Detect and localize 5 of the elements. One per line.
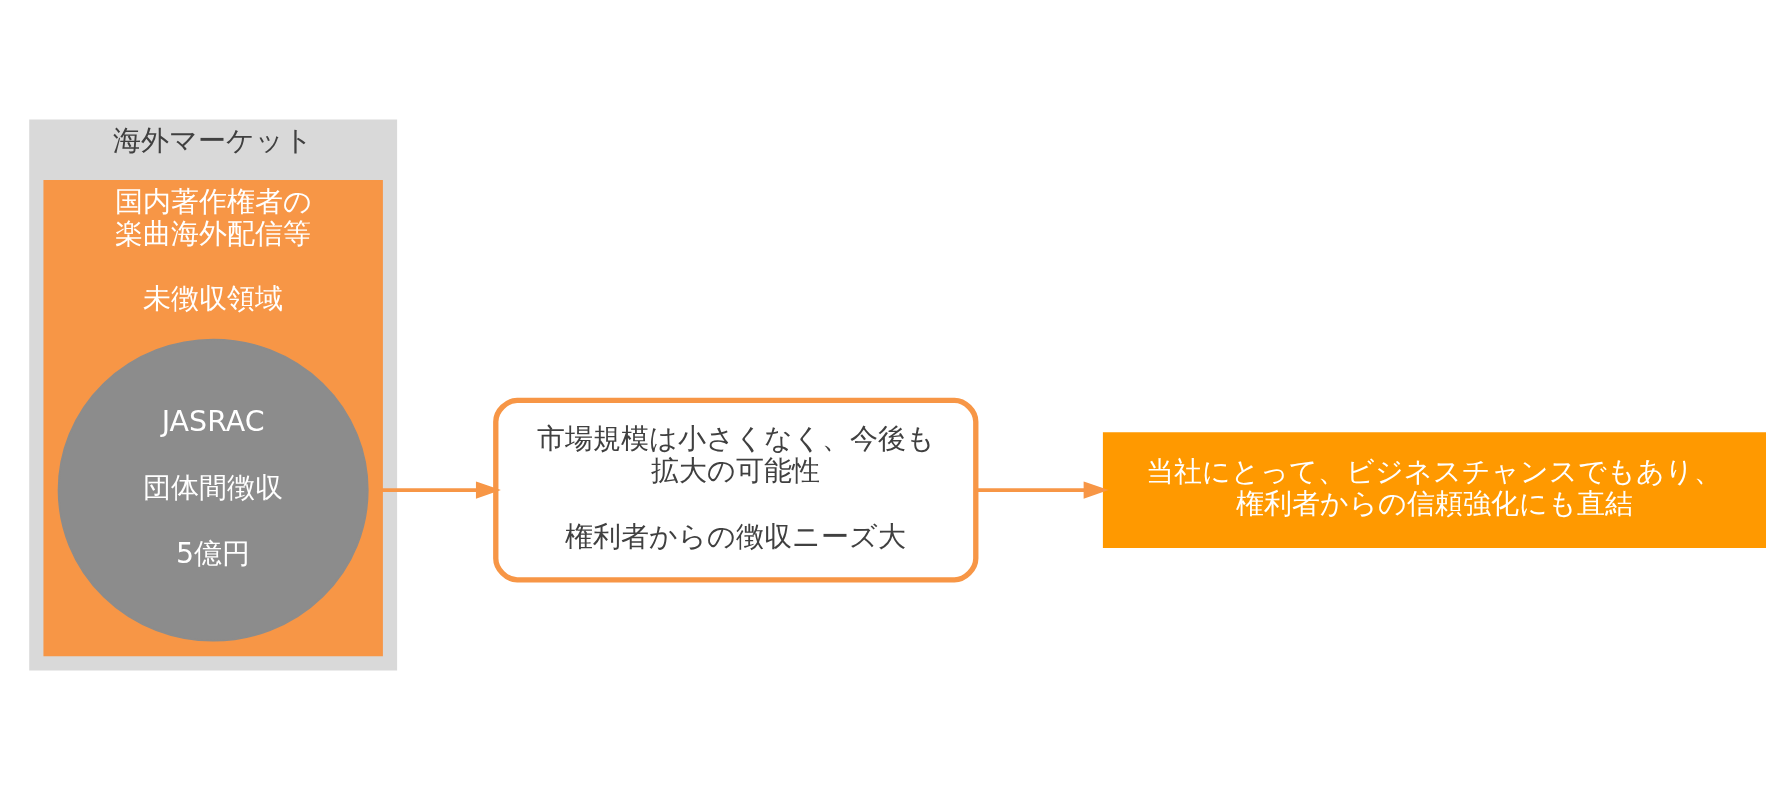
node-circle: JASRAC 団体間徴収 5億円 [57, 338, 369, 642]
arrow [382, 481, 501, 499]
node-box: 当社にとって、ビジネスチャンスでもあり、権利者からの信頼強化にも直結 [1102, 432, 1766, 548]
arrow [975, 481, 1109, 499]
node-box: 市場規模は小さくなく、今後も拡大の可能性 権利者からの徴収ニーズ大 [493, 397, 979, 583]
